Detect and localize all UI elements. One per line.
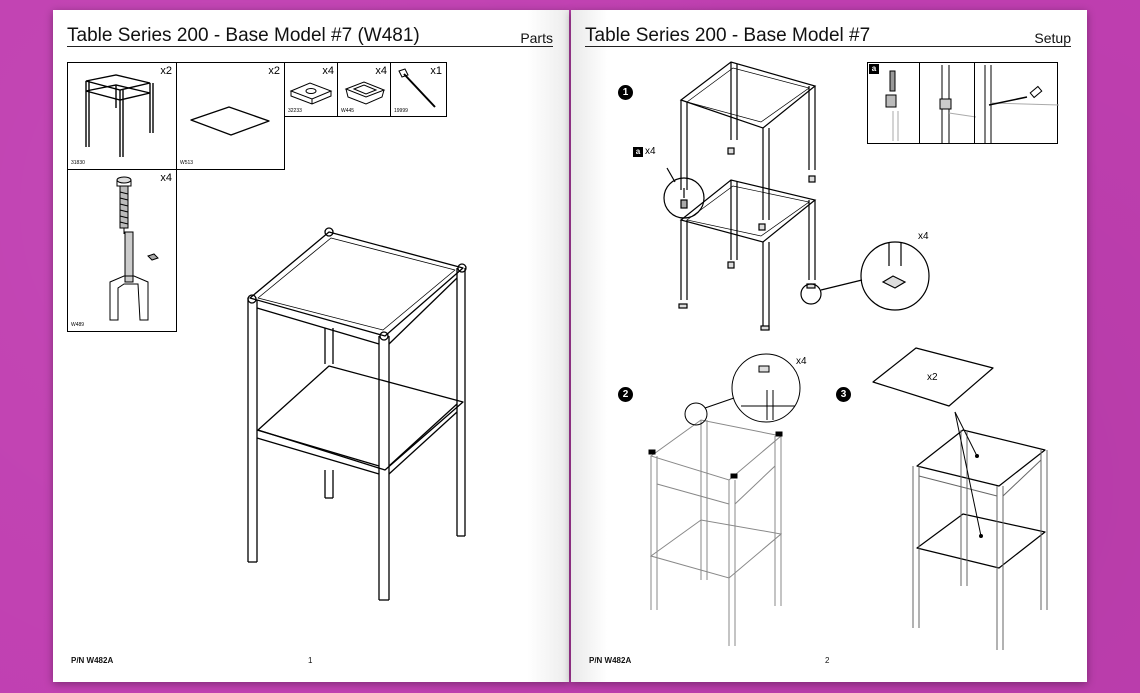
part-code: W513: [180, 160, 194, 166]
panel-part-drawing: [190, 106, 270, 136]
part-qty: x4: [322, 65, 334, 77]
page-title: Table Series 200 - Base Model #7 (W481): [67, 25, 420, 46]
step3-drawing: [872, 347, 1048, 650]
detail-tool-drawing: [984, 65, 1060, 143]
section-label: Parts: [520, 30, 553, 46]
step2-drawing: [648, 353, 801, 646]
page-title: Table Series 200 - Base Model #7: [585, 25, 871, 46]
step-number-1: 1: [618, 85, 633, 100]
part-cell-frame: x2 31830: [67, 62, 177, 170]
part-cell-bolt: x4 W489: [67, 169, 177, 332]
step-number-3: 3: [836, 387, 851, 402]
part-code: W445: [341, 108, 355, 114]
left-page: Table Series 200 - Base Model #7 (W481) …: [53, 10, 569, 682]
detail-leg-drawing: [939, 65, 977, 143]
right-page: Table Series 200 - Base Model #7 Setup a: [571, 10, 1087, 682]
part-code: 32233: [288, 108, 302, 114]
part-code: 31830: [71, 160, 85, 166]
detail-panel-3: [974, 62, 1060, 144]
part-qty: x2: [160, 65, 172, 77]
callout-qty: x4: [645, 146, 656, 157]
step-number-2: 2: [618, 387, 633, 402]
callout-qty: x4: [796, 356, 807, 367]
part-qty: x4: [160, 172, 172, 184]
section-label: Setup: [1034, 30, 1071, 46]
step1-drawing: [663, 61, 930, 331]
part-cell-tool: x1 19999: [390, 62, 447, 117]
bolt-part-drawing: [109, 176, 159, 321]
part-qty: x2: [268, 65, 280, 77]
callout-qty: x2: [927, 372, 938, 383]
foot-part-drawing: [344, 81, 386, 105]
header-rule: [585, 46, 1071, 47]
callout-qty: x4: [918, 231, 929, 242]
callout-label: a: [633, 147, 643, 157]
part-code: 19999: [394, 108, 408, 114]
page-number: 2: [825, 656, 830, 665]
part-number: P/N W482A: [71, 656, 114, 665]
part-code: W489: [71, 322, 85, 328]
tool-part-drawing: [398, 68, 436, 108]
assembled-table-drawing: [247, 227, 467, 601]
frame-part-drawing: [85, 74, 154, 157]
nut-part-drawing: [289, 82, 333, 105]
detail-bolt-drawing: [885, 70, 899, 141]
part-qty: x1: [430, 65, 442, 77]
part-number: P/N W482A: [589, 656, 632, 665]
header-rule: [67, 46, 553, 47]
page-number: 1: [308, 656, 313, 665]
detail-label: a: [869, 64, 879, 74]
part-qty: x4: [375, 65, 387, 77]
